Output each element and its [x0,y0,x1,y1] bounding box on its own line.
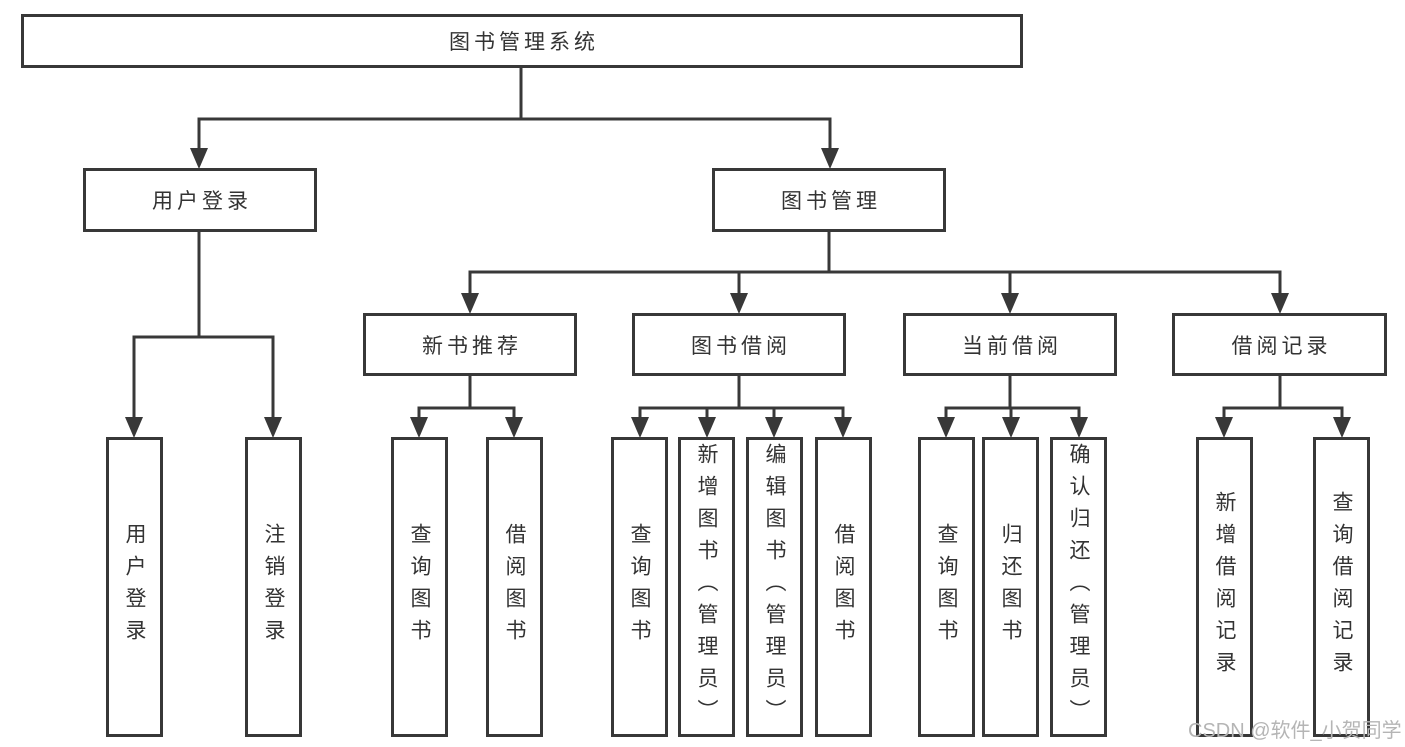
leaf-records-add-record-label: 新增借阅记录 [1213,491,1236,683]
leaf-recommend-query-book: 查询图书 [391,437,448,737]
leaf-logout-label: 注销登录 [262,523,285,651]
leaf-borrow-query-book: 查询图书 [611,437,668,737]
leaf-recommend-borrow-book-label: 借阅图书 [503,523,526,651]
leaf-recommend-borrow-book: 借阅图书 [486,437,543,737]
node-library-system: 图书管理系统 [21,14,1023,68]
leaf-logout: 注销登录 [245,437,302,737]
leaf-borrow-add-book-admin: 新增图书（管理员） [678,437,735,737]
leaf-borrow-edit-book-admin-label: 编辑图书（管理员） [763,443,786,731]
leaf-records-query-record-label: 查询借阅记录 [1330,491,1353,683]
leaf-borrow-borrow-book-label: 借阅图书 [832,523,855,651]
leaf-user-login: 用户登录 [106,437,163,737]
leaf-borrow-query-book-label: 查询图书 [628,523,651,651]
node-book-management: 图书管理 [712,168,946,232]
leaf-current-confirm-return-admin: 确认归还（管理员） [1050,437,1107,737]
leaf-borrow-borrow-book: 借阅图书 [815,437,872,737]
leaf-current-confirm-return-admin-label: 确认归还（管理员） [1067,443,1090,731]
leaf-current-query-book: 查询图书 [918,437,975,737]
leaf-current-query-book-label: 查询图书 [935,523,958,651]
leaf-user-login-label: 用户登录 [123,523,146,651]
leaf-current-return-book: 归还图书 [982,437,1039,737]
node-user-login: 用户登录 [83,168,317,232]
node-current-borrowing: 当前借阅 [903,313,1117,376]
leaf-borrow-add-book-admin-label: 新增图书（管理员） [695,443,718,731]
node-borrowing-records: 借阅记录 [1172,313,1387,376]
leaf-borrow-edit-book-admin: 编辑图书（管理员） [746,437,803,737]
leaf-records-add-record: 新增借阅记录 [1196,437,1253,737]
watermark: CSDN @软件_小贺同学 [1188,720,1402,742]
node-new-book-recommendation: 新书推荐 [363,313,577,376]
node-book-borrowing: 图书借阅 [632,313,846,376]
leaf-current-return-book-label: 归还图书 [999,523,1022,651]
leaf-recommend-query-book-label: 查询图书 [408,523,431,651]
leaf-records-query-record: 查询借阅记录 [1313,437,1370,737]
